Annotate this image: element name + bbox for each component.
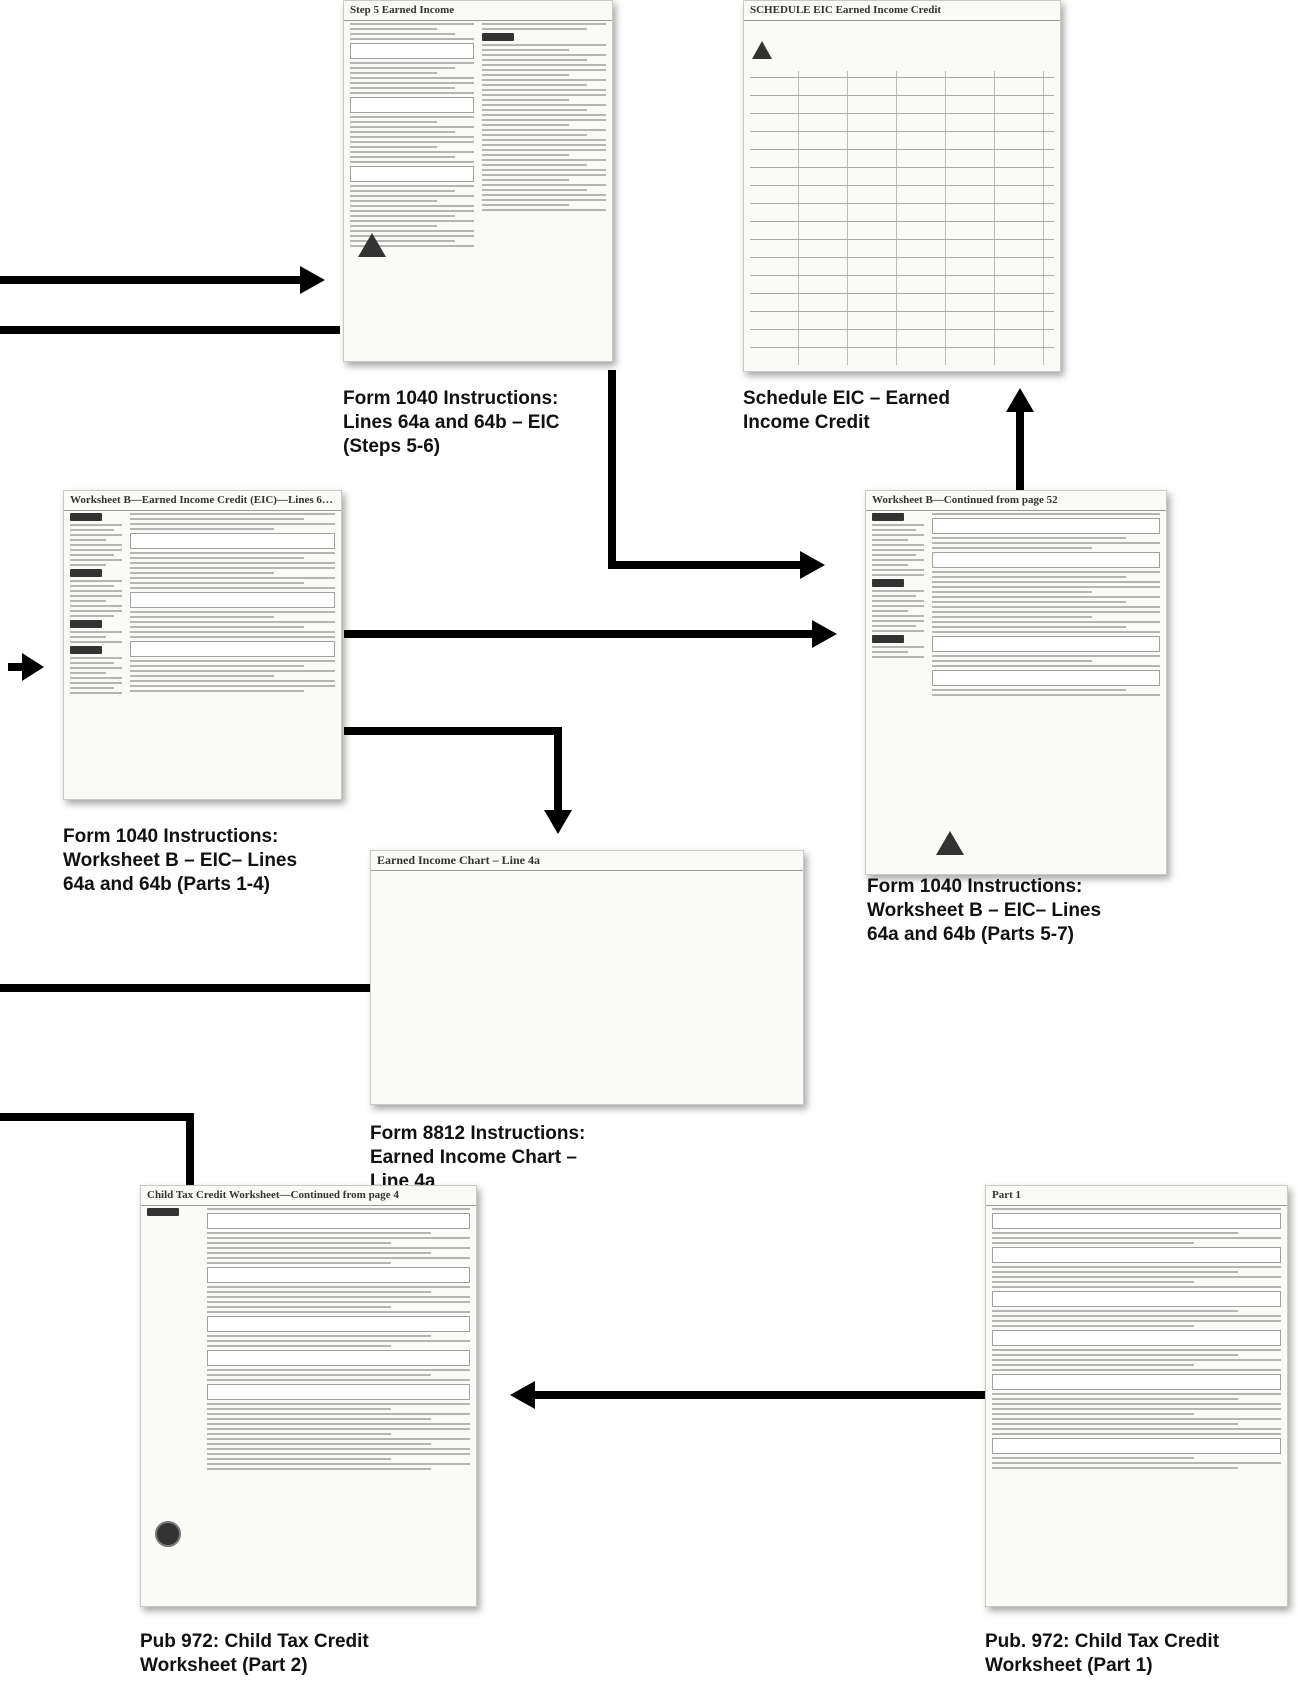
document-header: Earned Income Chart – Line 4a [371, 851, 803, 871]
arrowhead-wsb57-bottom [800, 551, 825, 579]
document-header: Worksheet B—Continued from page 52 [866, 491, 1166, 511]
warning-icon [752, 41, 772, 59]
arrowhead-pub972-part2 [510, 1381, 535, 1409]
arrowhead-wsb14-entry [22, 653, 44, 681]
caption-form1040-steps-5-6: Form 1040 Instructions: Lines 64a and 64… [343, 388, 560, 457]
document-body [147, 1208, 470, 1600]
stop-sign-icon [155, 1521, 181, 1547]
arrowhead-schedule-eic [1006, 388, 1034, 412]
caption-form8812-earned-income-chart: Form 8812 Instructions: Earned Income Ch… [370, 1123, 586, 1192]
caption-worksheet-b-parts-5-7: Form 1040 Instructions: Worksheet B – EI… [867, 876, 1102, 945]
document-body [70, 513, 335, 793]
caption-schedule-eic: Schedule EIC – Earned Income Credit [743, 388, 950, 433]
document-worksheet-b-parts-5-7[interactable]: Worksheet B—Continued from page 52 [865, 490, 1167, 875]
document-body [350, 23, 606, 355]
caption-pub972-worksheet-part-2: Pub 972: Child Tax Credit Worksheet (Par… [140, 1631, 369, 1676]
connector-wsb14-to-chart [344, 727, 562, 810]
document-header: Part 1 [986, 1186, 1287, 1206]
warning-icon [358, 233, 386, 257]
document-body [872, 513, 1160, 868]
warning-icon [936, 831, 964, 855]
document-body [992, 1208, 1281, 1600]
document-header: SCHEDULE EIC Earned Income Credit [744, 1, 1060, 21]
caption-worksheet-b-parts-1-4: Form 1040 Instructions: Worksheet B – EI… [63, 826, 298, 895]
document-pub972-worksheet-part-2[interactable]: Child Tax Credit Worksheet—Continued fro… [140, 1185, 477, 1607]
connector-entry-to-pub972-part2 [0, 1113, 194, 1188]
document-form1040-steps-5-6[interactable]: Step 5 Earned Income [343, 0, 613, 362]
caption-pub972-worksheet-part-1: Pub. 972: Child Tax Credit Worksheet (Pa… [985, 1631, 1220, 1676]
connector-steps56-to-wsb57 [608, 370, 800, 569]
document-header: Worksheet B—Earned Income Credit (EIC)—L… [64, 491, 341, 511]
document-header: Child Tax Credit Worksheet—Continued fro… [141, 1186, 476, 1206]
document-worksheet-b-parts-1-4[interactable]: Worksheet B—Earned Income Credit (EIC)—L… [63, 490, 342, 800]
arrowhead-steps56 [300, 266, 325, 294]
document-schedule-eic[interactable]: SCHEDULE EIC Earned Income Credit [743, 0, 1061, 372]
document-pub972-worksheet-part-1[interactable]: Part 1 [985, 1185, 1288, 1607]
document-header: Step 5 Earned Income [344, 1, 612, 21]
document-body [750, 71, 1054, 365]
document-form8812-earned-income-chart[interactable]: Earned Income Chart – Line 4a [370, 850, 804, 1105]
arrowhead-chart [544, 810, 572, 834]
arrowhead-wsb57-middle [812, 620, 837, 648]
